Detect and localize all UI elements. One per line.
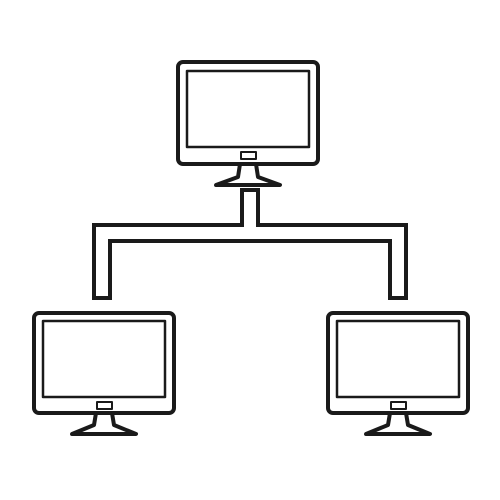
monitor-button	[96, 401, 113, 410]
monitor-right	[326, 311, 470, 436]
monitor-left	[32, 311, 176, 436]
monitor-stand	[70, 411, 138, 436]
desktop-monitor-icon	[176, 60, 320, 187]
monitor-screen	[41, 319, 167, 399]
desktop-monitor-icon	[32, 311, 176, 436]
desktop-monitor-icon	[326, 311, 470, 436]
monitor-stand	[214, 162, 282, 187]
monitor-button	[240, 151, 257, 160]
monitor-screen	[185, 69, 311, 149]
monitor-frame	[176, 60, 320, 166]
network-connector	[92, 188, 408, 300]
monitor-stand	[364, 411, 432, 436]
monitor-screen	[335, 319, 461, 399]
monitor-button	[390, 401, 407, 410]
monitor-top	[176, 60, 320, 187]
